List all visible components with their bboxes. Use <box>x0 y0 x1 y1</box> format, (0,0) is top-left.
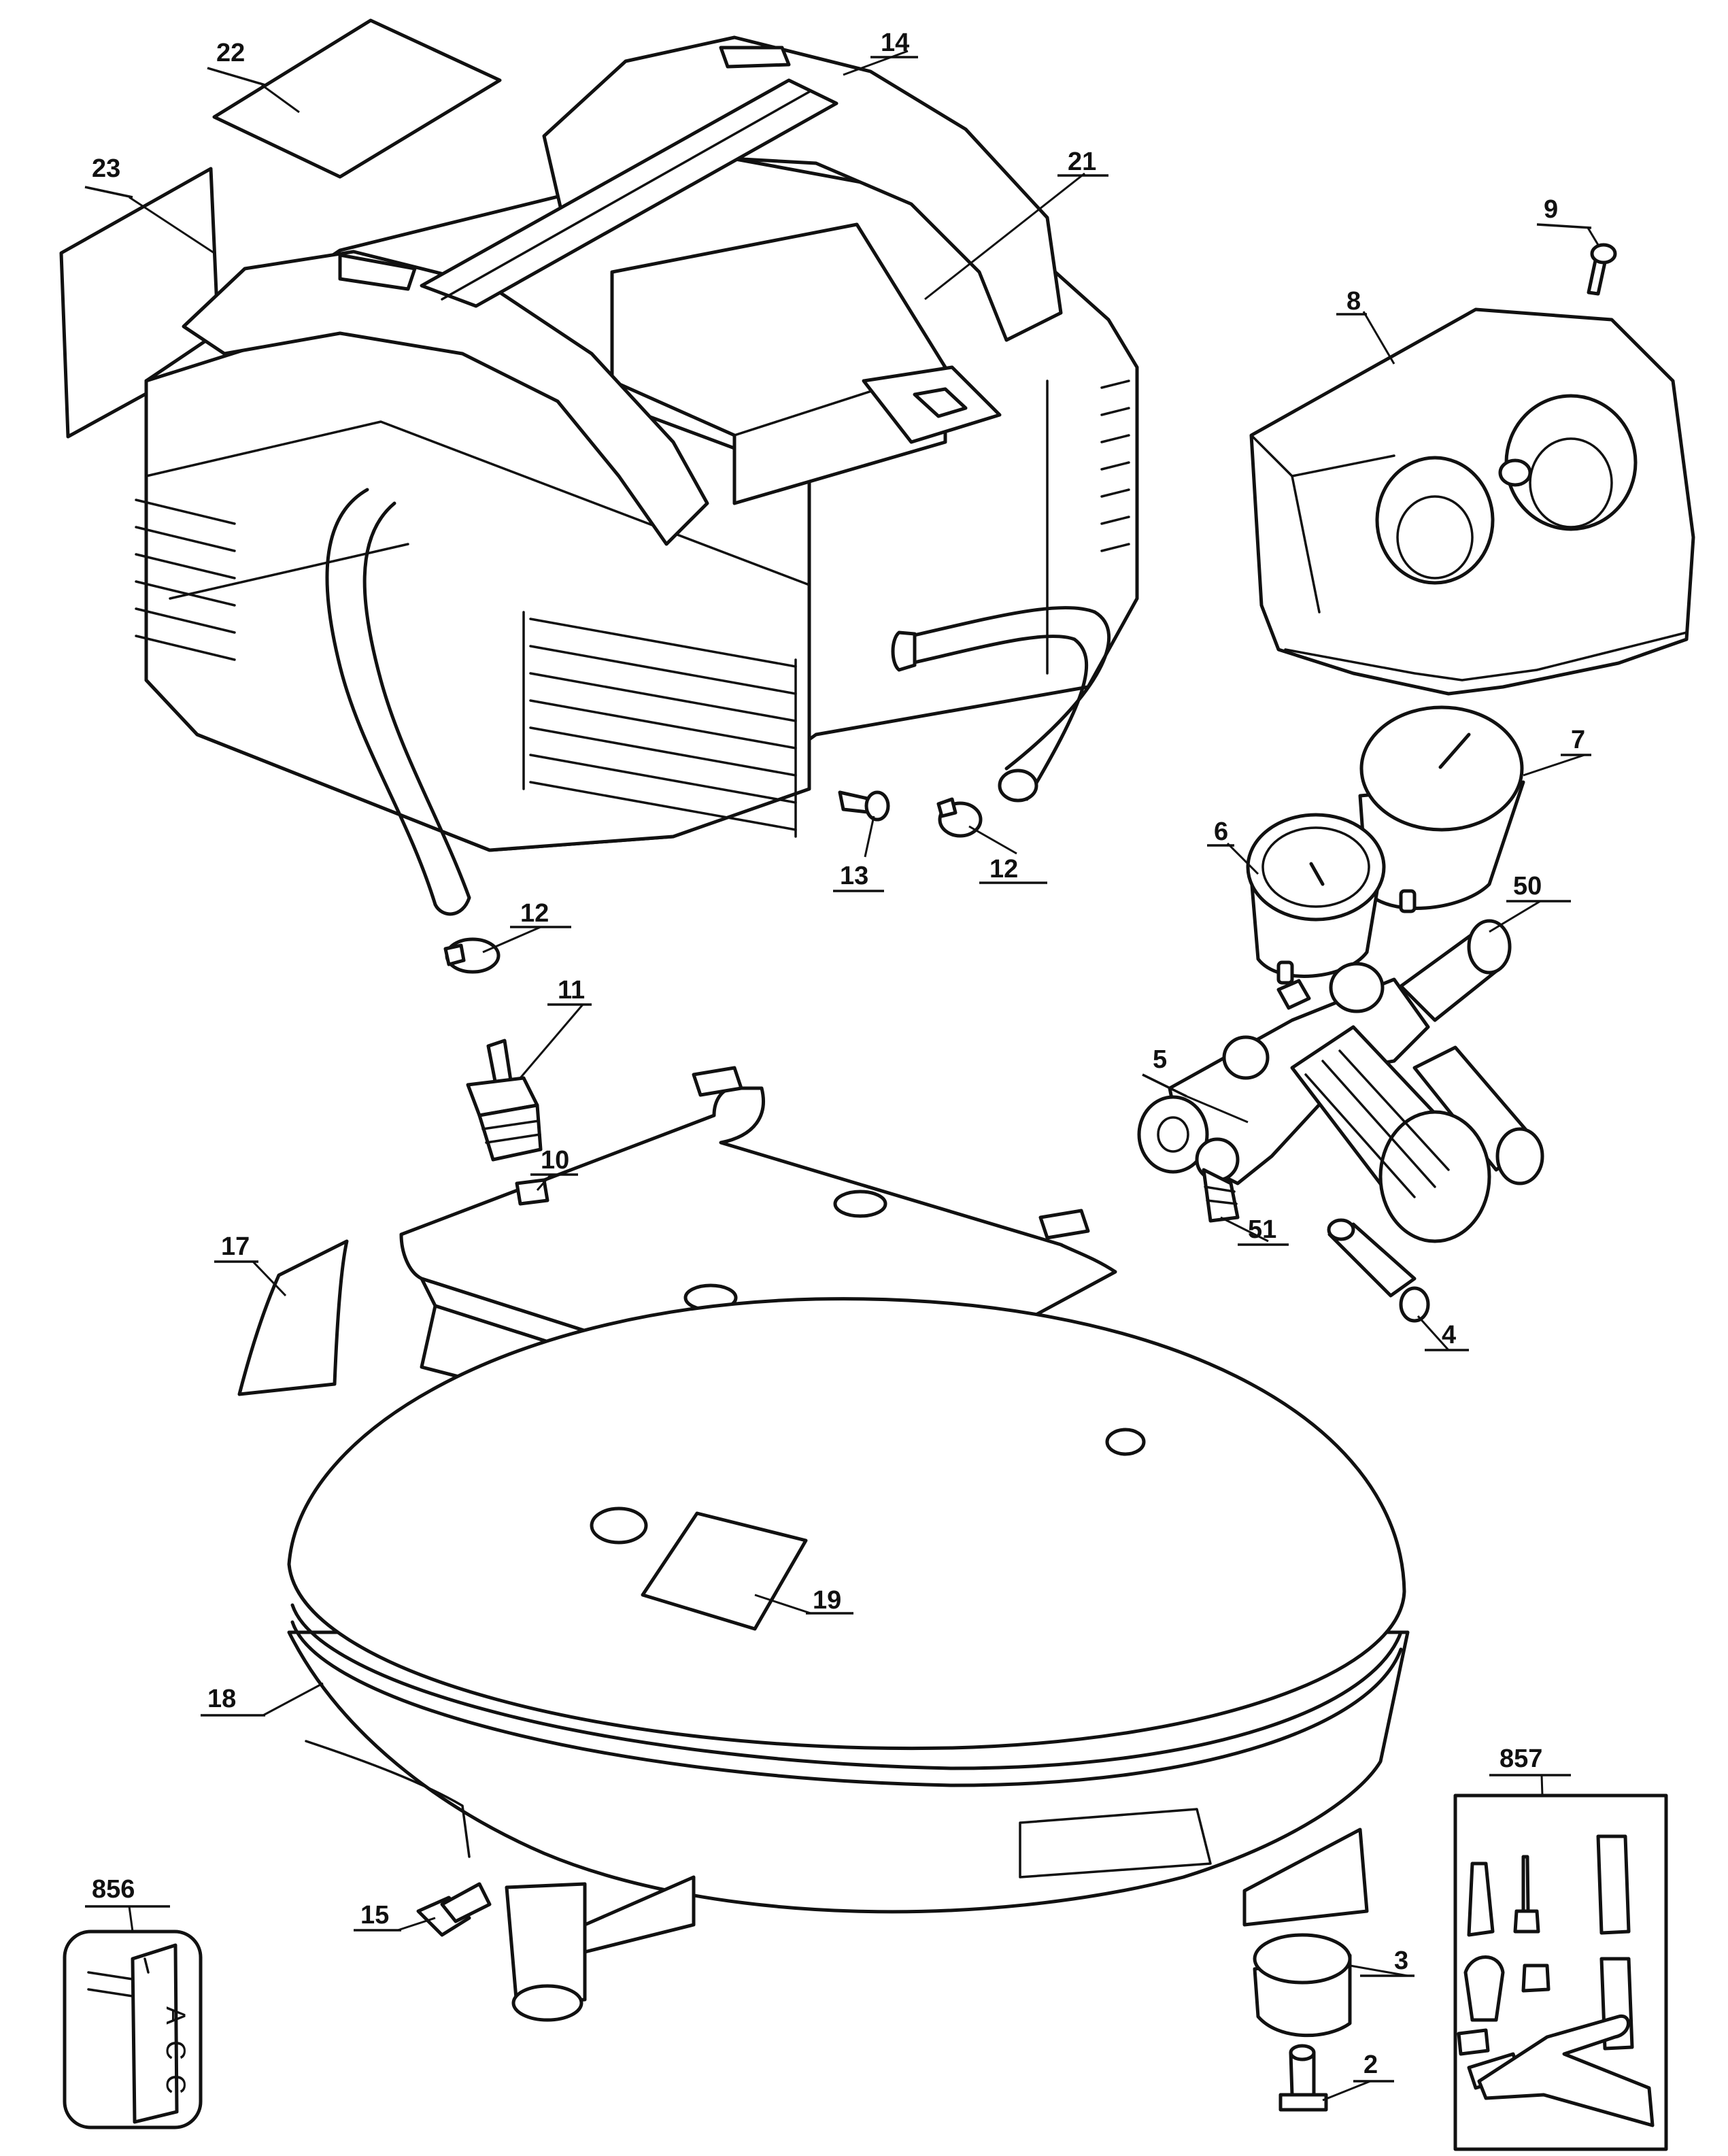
callout-13: 13 <box>840 862 868 890</box>
callout-2: 2 <box>1363 2051 1378 2079</box>
callout-5: 5 <box>1153 1045 1167 1074</box>
callout-10: 10 <box>541 1146 569 1175</box>
callout-50: 50 <box>1513 872 1542 900</box>
part-13-screw <box>838 790 890 822</box>
callout-51: 51 <box>1248 1215 1276 1244</box>
callout-labels: 14 22 23 21 9 8 7 50 6 5 51 4 13 12 12 1… <box>84 29 1592 2083</box>
callout-4: 4 <box>1442 1321 1456 1349</box>
part-7-pressure-gauge <box>1358 705 1525 913</box>
callout-17: 17 <box>221 1232 250 1261</box>
part-9-screw <box>1587 243 1617 296</box>
shroud-assembly <box>135 35 1139 916</box>
part-5-manifold-regulator <box>1137 919 1544 1243</box>
part-18-air-tank <box>287 1297 1410 2022</box>
callout-7: 7 <box>1571 726 1585 754</box>
acc-letter-1: A <box>160 2006 190 2025</box>
callout-3: 3 <box>1394 1947 1408 1975</box>
callout-8: 8 <box>1346 287 1361 316</box>
callout-11: 11 <box>558 976 585 1005</box>
leader-lines <box>128 50 1599 2102</box>
callout-14: 14 <box>881 29 909 57</box>
callout-22: 22 <box>216 39 245 67</box>
acc-letter-2: C <box>160 2040 190 2060</box>
part-15-drain-valve <box>416 1882 492 1937</box>
callout-856: 856 <box>92 1875 135 1904</box>
kit-857-accessory-box <box>1453 1793 1668 2151</box>
callout-15: 15 <box>360 1901 389 1930</box>
part-19-label <box>641 1511 808 1631</box>
acc-letter-3: C <box>160 2074 190 2094</box>
part-8-console-cover <box>1249 307 1695 696</box>
part-2-bolt <box>1278 2044 1328 2112</box>
callout-9: 9 <box>1544 195 1558 224</box>
callout-6: 6 <box>1214 818 1228 846</box>
callout-857: 857 <box>1500 1745 1542 1773</box>
part-22-label-sheet <box>212 18 502 179</box>
part-11-fitting <box>466 1039 543 1162</box>
callout-12-left: 12 <box>520 899 549 928</box>
part-3-rubber-foot <box>1253 1933 1352 2038</box>
kit-856-accessory-tag-box <box>63 1930 203 2129</box>
part-17-label-strip <box>237 1239 349 1396</box>
callout-12-right: 12 <box>989 855 1018 883</box>
part-4-safety-valve <box>1327 1218 1430 1323</box>
callout-21: 21 <box>1068 148 1096 176</box>
callout-23: 23 <box>92 154 120 183</box>
accessory-tag-text: A C C <box>160 2006 190 2094</box>
part-6-pressure-gauge <box>1246 813 1386 985</box>
callout-18: 18 <box>207 1685 236 1713</box>
callout-19: 19 <box>813 1586 841 1615</box>
